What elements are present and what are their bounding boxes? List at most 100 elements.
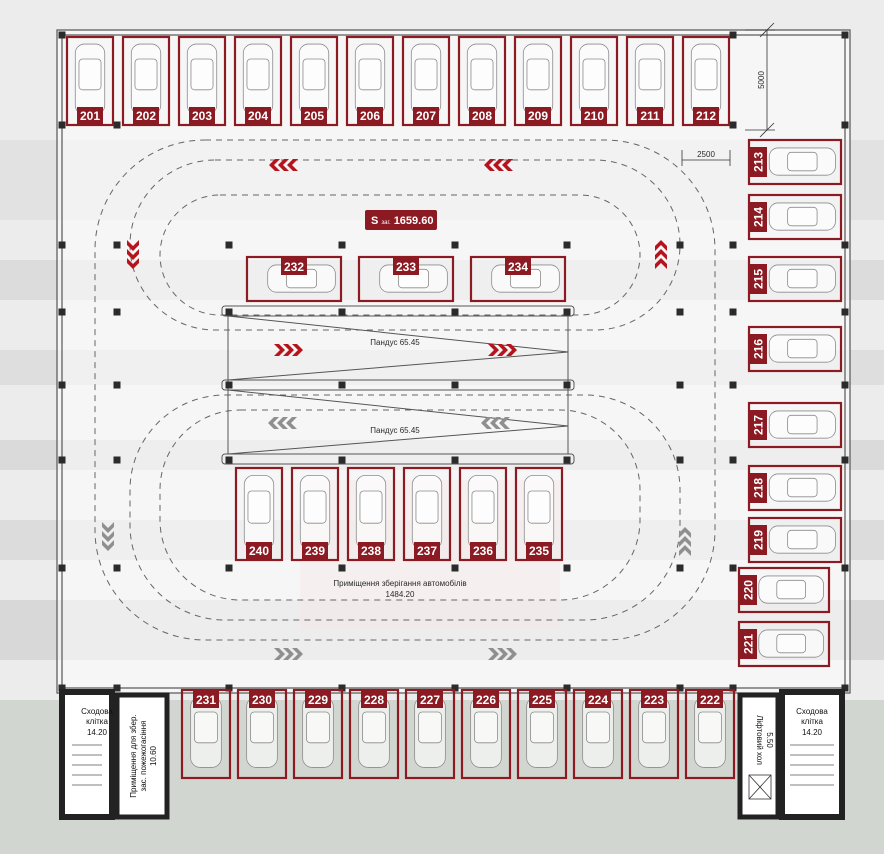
fire-room-name1: Приміщення для збер. [129,714,138,797]
parking-spot-235[interactable]: 235 [514,466,564,562]
car-outline-icon [768,334,836,363]
structural-column [841,308,849,316]
structural-column [451,564,459,572]
parking-spot-222[interactable]: 222 [684,688,736,780]
parking-spot-208[interactable]: 208 [457,35,507,127]
parking-spot-236[interactable]: 236 [458,466,508,562]
spot-label-badge [693,107,719,124]
spot-number: 224 [588,693,608,707]
spot-label-badge [526,542,552,559]
spot-number: 227 [420,693,440,707]
parking-spot-212[interactable]: 212 [681,35,731,127]
lift-hall [737,692,781,820]
parking-spot-226[interactable]: 226 [460,688,512,780]
spot-number: 223 [644,693,664,707]
structural-column [451,684,459,692]
parking-spot-223[interactable]: 223 [628,688,680,780]
parking-spot-201[interactable]: 201 [65,35,115,127]
parking-spot-234[interactable]: 234 [469,255,567,303]
structural-column [729,241,737,249]
car-outline-icon [243,474,275,550]
spot-label-badge [750,202,767,232]
parking-spot-209[interactable]: 209 [513,35,563,127]
car-outline-icon [526,696,558,768]
parking-spot-203[interactable]: 203 [177,35,227,127]
parking-spot-204[interactable]: 204 [233,35,283,127]
structural-column [729,456,737,464]
structural-column [58,241,66,249]
parking-spot-210[interactable]: 210 [569,35,619,127]
parking-spot-224[interactable]: 224 [572,688,624,780]
spot-label-badge [77,107,103,124]
car-outline-icon [768,264,836,293]
spot-label-badge [470,542,496,559]
spot-label-badge [585,691,611,708]
spot-label-badge [245,107,271,124]
spot-label-badge [641,691,667,708]
parking-spot-219[interactable]: 219 [747,516,843,564]
dimension-horizontal-label: 2500 [697,150,715,159]
parking-spot-215[interactable]: 215 [747,255,843,303]
parking-spot-229[interactable]: 229 [292,688,344,780]
parking-spot-221[interactable]: 221 [737,620,831,668]
spot-label-badge [281,258,307,275]
parking-spot-217[interactable]: 217 [747,401,843,449]
spot-number: 239 [305,544,325,558]
parking-spot-225[interactable]: 225 [516,688,568,780]
parking-spot-205[interactable]: 205 [289,35,339,127]
spot-label-badge [302,542,328,559]
direction-chevrons-icon [274,344,303,356]
structural-column [338,456,346,464]
structural-column [338,564,346,572]
direction-chevrons-icon [269,159,298,171]
stair-right-name2: клітка [801,717,823,726]
ramp-bottom-label: Пандус 65.45 [370,426,420,435]
parking-spot-238[interactable]: 238 [346,466,396,562]
structural-column [841,31,849,39]
lift-hall-area: 5.50 [765,732,774,748]
structural-column [225,684,233,692]
spot-number: 211 [640,109,660,123]
parking-spot-207[interactable]: 207 [401,35,451,127]
parking-spot-227[interactable]: 227 [404,688,456,780]
car-outline-icon [522,43,554,115]
spot-label-badge [750,525,767,555]
parking-spot-211[interactable]: 211 [625,35,675,127]
stair-left-name1: Сходова [81,707,113,716]
parking-spot-230[interactable]: 230 [236,688,288,780]
stair-left-name2: клітка [86,717,108,726]
structural-column [58,564,66,572]
parking-spot-214[interactable]: 214 [747,193,843,241]
parking-spot-231[interactable]: 231 [180,688,232,780]
structural-column [729,121,737,129]
spot-label-badge [505,258,531,275]
structural-column [58,456,66,464]
car-outline-icon [768,525,836,554]
structural-column [58,684,66,692]
spot-number: 217 [752,415,766,435]
structural-column [676,684,684,692]
parking-spot-239[interactable]: 239 [290,466,340,562]
parking-spot-202[interactable]: 202 [121,35,171,127]
parking-spot-240[interactable]: 240 [234,466,284,562]
spot-number: 204 [248,109,268,123]
car-outline-icon [768,473,836,502]
car-outline-icon [354,43,386,115]
parking-spot-232[interactable]: 232 [245,255,343,303]
parking-spot-216[interactable]: 216 [747,325,843,373]
parking-spot-228[interactable]: 228 [348,688,400,780]
parking-spot-237[interactable]: 237 [402,466,452,562]
spot-number: 237 [417,544,437,558]
spot-label-badge [750,473,767,503]
direction-chevrons-icon [488,344,517,356]
parking-spot-206[interactable]: 206 [345,35,395,127]
structural-column [338,308,346,316]
parking-spot-213[interactable]: 213 [747,138,843,186]
spot-label-badge [361,691,387,708]
parking-spot-233[interactable]: 233 [357,255,455,303]
structural-column [451,241,459,249]
structural-column [225,308,233,316]
parking-spot-218[interactable]: 218 [747,464,843,512]
parking-spot-220[interactable]: 220 [737,566,831,614]
